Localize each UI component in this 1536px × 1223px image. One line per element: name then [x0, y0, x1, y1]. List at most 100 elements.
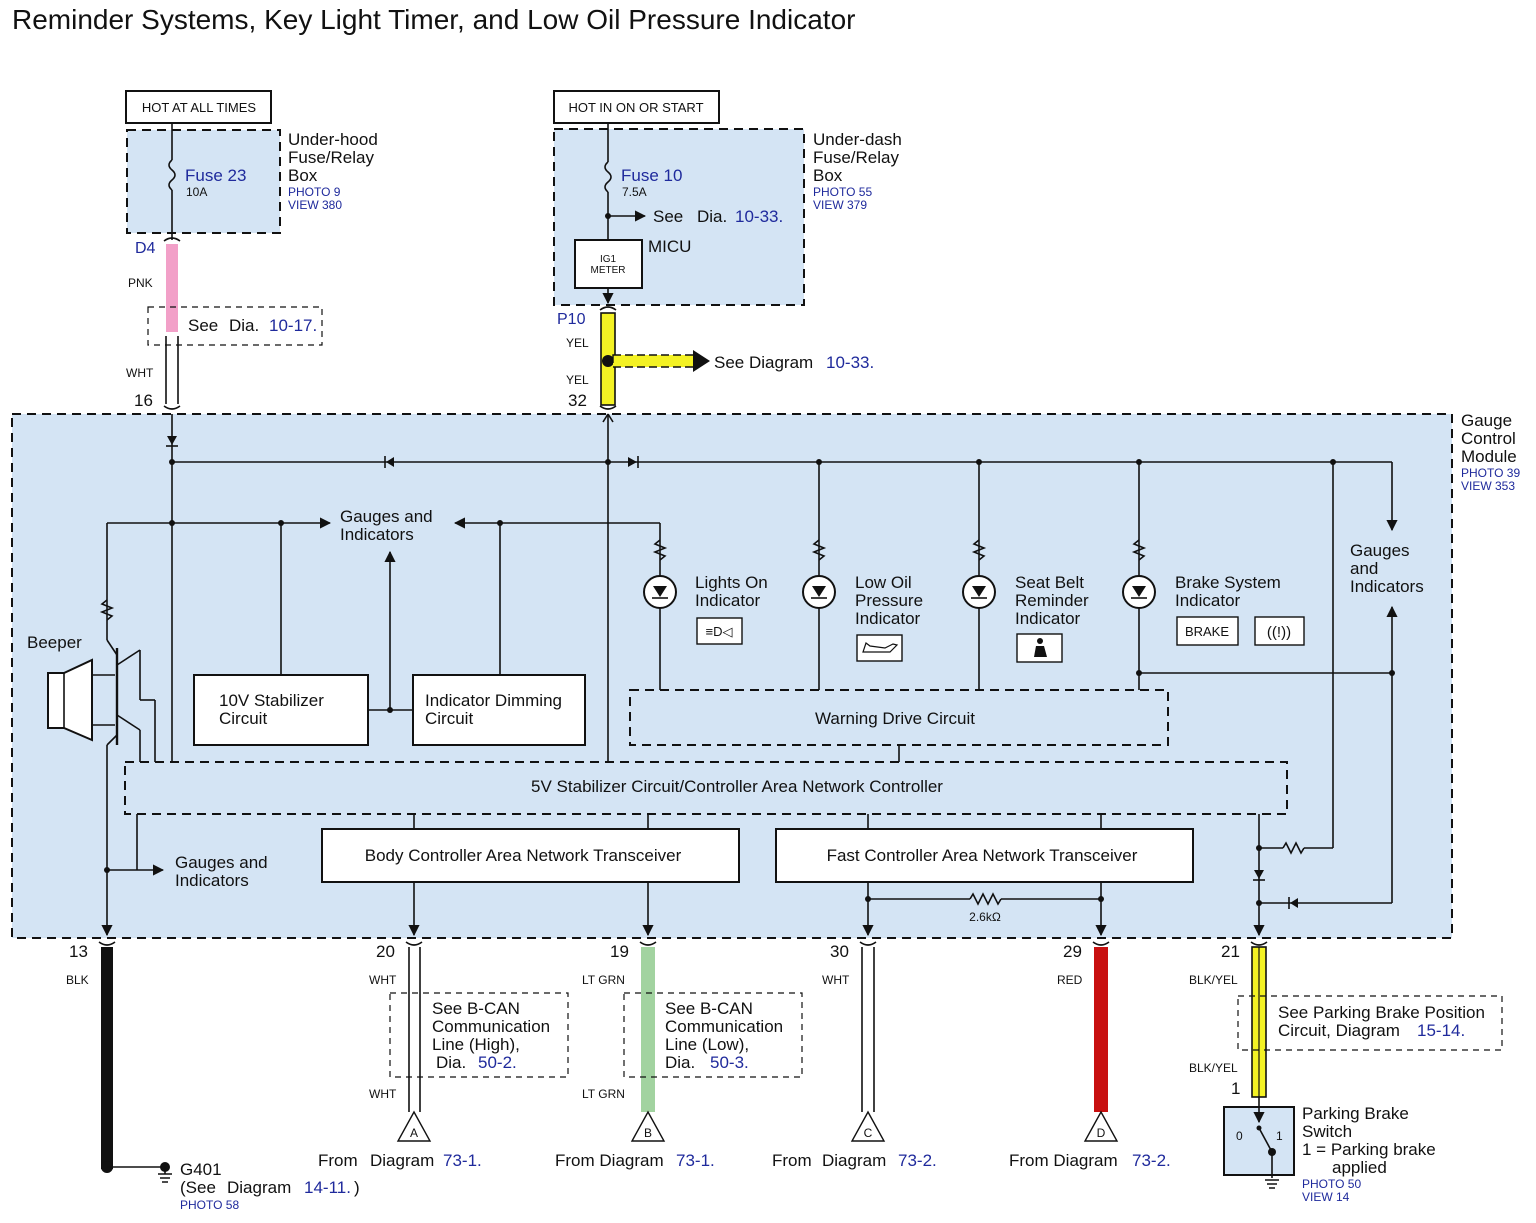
- can-controller-block: [124, 761, 1288, 815]
- light-green-wire: [641, 947, 655, 1112]
- from-c: From: [772, 1151, 812, 1170]
- wire-yel-label-2: YEL: [566, 373, 589, 387]
- hot-in-on-label: HOT IN ON OR START: [568, 100, 703, 115]
- indicator-dimming-label-2: Circuit: [425, 709, 473, 728]
- switch-pos-0: 0: [1236, 1129, 1243, 1143]
- dia-10-33-link-a[interactable]: 10-33.: [735, 207, 783, 226]
- pin-29: 29: [1063, 942, 1082, 961]
- connector-d-letter: D: [1097, 1126, 1106, 1140]
- underdash-view: VIEW 379: [813, 198, 867, 212]
- dia-50-2-link[interactable]: 50-2.: [478, 1053, 517, 1072]
- connector-c-triangle: [850, 1110, 886, 1142]
- wire-21-color-2: BLK/YEL: [1189, 1061, 1238, 1075]
- underhood-name-1: Under-hood: [288, 130, 378, 149]
- hot-at-all-times-label: HOT AT ALL TIMES: [142, 100, 256, 115]
- ground-icon: [158, 1167, 172, 1183]
- stabilizer-10v-label-1: 10V Stabilizer: [219, 691, 324, 710]
- parking-switch-photo: PHOTO 50: [1302, 1177, 1361, 1191]
- fuse-23-amps: 10A: [186, 185, 207, 199]
- ground-see: (See: [180, 1178, 216, 1197]
- diagram-73-2-link-c[interactable]: 73-2.: [898, 1151, 937, 1170]
- pin-16-connector-icon: [163, 405, 181, 410]
- pin-19: 19: [610, 942, 629, 961]
- connector-d-triangle: [1083, 1110, 1119, 1142]
- gcm-view: VIEW 353: [1461, 479, 1515, 493]
- see-bcan-low-2: Communication: [665, 1017, 783, 1036]
- micu-label: MICU: [648, 237, 691, 256]
- gauges-indicators-3-line1: Gauges: [1350, 541, 1410, 560]
- from-a: From: [318, 1151, 358, 1170]
- page-title: Reminder Systems, Key Light Timer, and L…: [12, 4, 855, 35]
- wire-pnk-label: PNK: [128, 276, 153, 290]
- resistor-value: 2.6kΩ: [969, 910, 1001, 924]
- red-wire: [1094, 947, 1108, 1112]
- indicator-dimming-block: [412, 674, 586, 746]
- gauge-control-module: [11, 413, 1453, 939]
- brake-badge-label: BRAKE: [1185, 624, 1229, 639]
- parking-brake-switch: [1223, 1106, 1295, 1176]
- underdash-photo: PHOTO 55: [813, 185, 872, 199]
- diagram-73-2-link-d[interactable]: 73-2.: [1132, 1151, 1171, 1170]
- low-oil-label-3: Indicator: [855, 609, 921, 628]
- hot-in-on-box: [553, 90, 720, 124]
- ground-name: G401: [180, 1160, 222, 1179]
- dia-label-top: Dia.: [229, 316, 259, 335]
- connector-p10-icon: [599, 306, 617, 311]
- connector-d4-icon: [163, 237, 181, 242]
- connector-b-triangle: [630, 1110, 666, 1142]
- gcm-name-2: Control: [1461, 429, 1516, 448]
- svg-text:≡D◁: ≡D◁: [706, 624, 733, 639]
- switch-pos-1: 1: [1276, 1129, 1283, 1143]
- svg-text:((!)): ((!)): [1267, 624, 1291, 641]
- dia-10-17-link[interactable]: 10-17.: [269, 316, 317, 335]
- parking-switch-name-3: 1 = Parking brake: [1302, 1140, 1436, 1159]
- brake-warning-icon: [1254, 616, 1305, 646]
- fuse-23-icon: [168, 159, 176, 191]
- wire-20-color-2: WHT: [369, 1087, 397, 1101]
- underhood-name-2: Fuse/Relay: [288, 148, 374, 167]
- diagram-15-14-link[interactable]: 15-14.: [1417, 1021, 1465, 1040]
- body-can-transceiver-block: [321, 828, 740, 883]
- indicator-dimming-label-1: Indicator Dimming: [425, 691, 562, 710]
- pin-1: 1: [1231, 1079, 1240, 1098]
- see-bcan-high-3: Line (High),: [432, 1035, 520, 1054]
- pin-32-connector-icon: [599, 405, 617, 410]
- seat-belt-label-3: Indicator: [1015, 609, 1081, 628]
- fuse-10-icon: [604, 161, 612, 193]
- connector-a-letter: A: [410, 1126, 418, 1140]
- wire-20-color-1: WHT: [369, 973, 397, 987]
- see-dia-10-17-box: [147, 306, 323, 346]
- see-label-underdash: See: [653, 207, 683, 226]
- diagram-14-11-link[interactable]: 14-11.: [304, 1178, 351, 1197]
- stabilizer-10v-block: [193, 674, 369, 746]
- pin-16: 16: [134, 391, 153, 410]
- pin-32: 32: [568, 391, 587, 410]
- ground-diagram: Diagram: [227, 1178, 291, 1197]
- underhood-box-fill: [127, 130, 280, 233]
- brake-system-label-2: Indicator: [1175, 591, 1241, 610]
- gauges-indicators-3-line3: Indicators: [1350, 577, 1424, 596]
- brake-system-label-1: Brake System: [1175, 573, 1281, 592]
- underdash-box: [553, 128, 805, 306]
- from-a-diagram: Diagram: [370, 1151, 434, 1170]
- diagram-10-33-link-b[interactable]: 10-33.: [826, 353, 874, 372]
- parking-switch-name-4: applied: [1332, 1158, 1387, 1177]
- connector-a-triangle: [396, 1110, 432, 1142]
- underdash-name-2: Fuse/Relay: [813, 148, 899, 167]
- wire-19-color-1: LT GRN: [582, 973, 625, 987]
- dia-50-3-link[interactable]: 50-3.: [710, 1053, 749, 1072]
- diagram-73-1-link-a[interactable]: 73-1.: [443, 1151, 482, 1170]
- see-label-top: See: [188, 316, 218, 335]
- lights-on-label-2: Indicator: [695, 591, 761, 610]
- diagram-73-1-link-b[interactable]: 73-1.: [676, 1151, 715, 1170]
- pin-13: 13: [69, 942, 88, 961]
- fast-can-transceiver-block: [775, 828, 1194, 883]
- fuse-23-label: Fuse 23: [185, 166, 246, 185]
- hot-at-all-times-box: [125, 90, 272, 124]
- underdash-name-1: Under-dash: [813, 130, 902, 149]
- gauges-indicators-4-line2: Indicators: [175, 871, 249, 890]
- ground-photo: PHOTO 58: [180, 1198, 239, 1212]
- from-d: From Diagram: [1009, 1151, 1118, 1170]
- gcm-photo: PHOTO 39: [1461, 466, 1520, 480]
- parking-switch-name-1: Parking Brake: [1302, 1104, 1409, 1123]
